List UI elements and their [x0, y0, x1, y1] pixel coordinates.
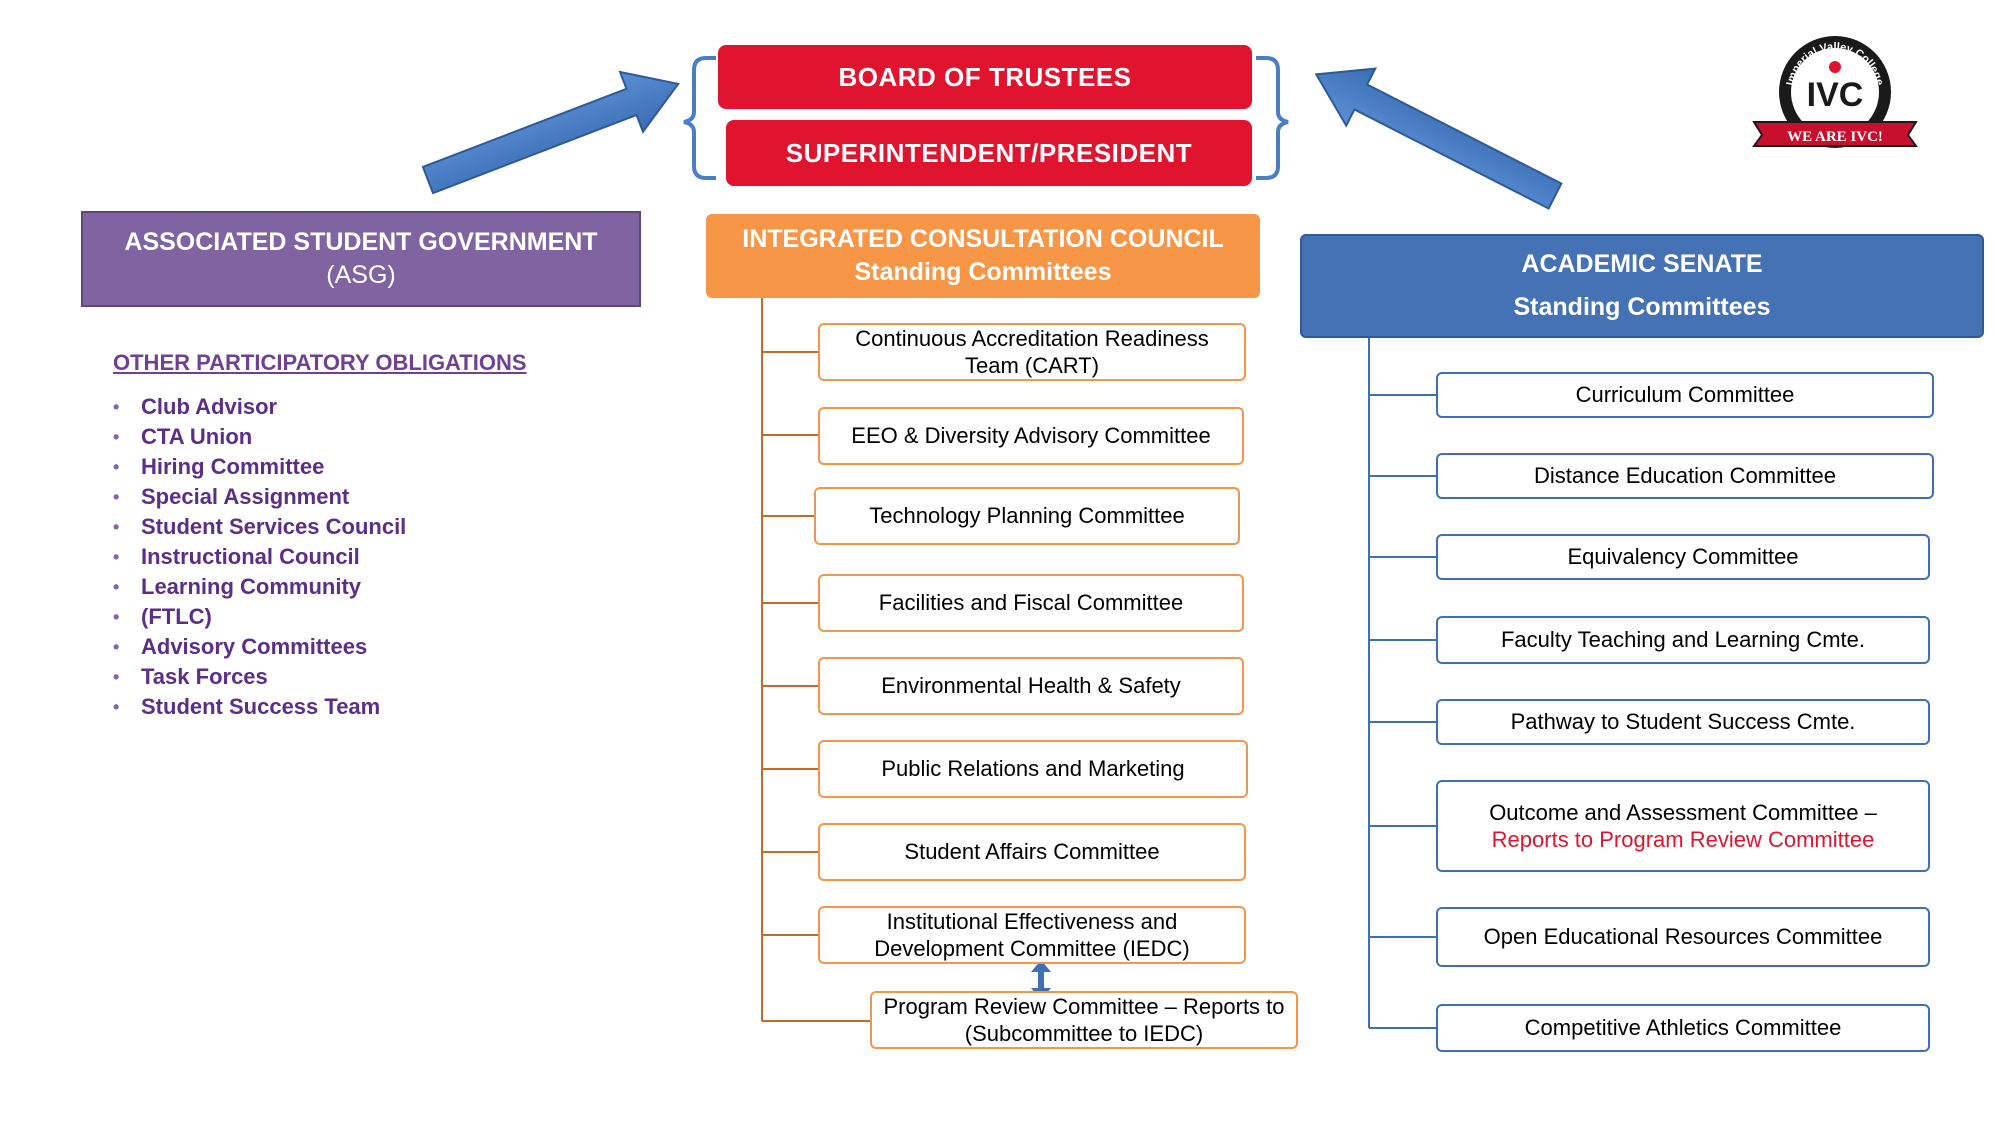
senate-title: ACADEMIC SENATE — [1521, 250, 1763, 278]
right-bracket — [1256, 56, 1289, 180]
left-arrow — [421, 70, 680, 195]
committee-label: Equivalency Committee — [1567, 544, 1799, 570]
icc-header: INTEGRATED CONSULTATION COUNCIL Standing… — [706, 214, 1260, 298]
icc-committee-program-review: Program Review Committee – Reports to (S… — [870, 991, 1298, 1049]
committee-label: Environmental Health & Safety — [881, 673, 1181, 699]
board-of-trustees-box: BOARD OF TRUSTEES — [718, 45, 1252, 109]
obligation-item: Advisory Committees — [113, 632, 613, 662]
obligation-item: CTA Union — [113, 422, 613, 452]
icc-subtitle: Standing Committees — [854, 258, 1112, 286]
senate-tree — [1368, 338, 1436, 1029]
obligation-item: Hiring Committee — [113, 452, 613, 482]
committee-label: Student Affairs Committee — [904, 839, 1160, 865]
senate-committee-curriculum: Curriculum Committee — [1436, 372, 1934, 418]
committee-label: Continuous Accreditation Readiness Team … — [855, 325, 1209, 379]
icc-title: INTEGRATED CONSULTATION COUNCIL — [742, 225, 1224, 253]
obligation-item: Student Services Council — [113, 512, 613, 542]
committee-label: Competitive Athletics Committee — [1524, 1015, 1842, 1041]
committee-label: EEO & Diversity Advisory Committee — [851, 423, 1211, 449]
senate-committee-distance-ed: Distance Education Committee — [1436, 453, 1934, 499]
committee-label: Distance Education Committee — [1533, 463, 1837, 489]
icc-tree — [761, 298, 870, 1022]
senate-header: ACADEMIC SENATE Standing Committees — [1300, 234, 1984, 338]
senate-committee-pathway: Pathway to Student Success Cmte. — [1436, 699, 1930, 745]
icc-committee-cart: Continuous Accreditation Readiness Team … — [818, 323, 1246, 381]
senate-subtitle: Standing Committees — [1513, 293, 1771, 321]
ivc-logo: Imperial Valley College IVC WE ARE IVC! — [1750, 22, 1920, 152]
committee-label: Open Educational Resources Committee — [1483, 924, 1883, 950]
icc-committee-public-relations: Public Relations and Marketing — [818, 740, 1248, 798]
asg-header: ASSOCIATED STUDENT GOVERNMENT (ASG) — [81, 211, 641, 307]
superintendent-president-box: SUPERINTENDENT/PRESIDENT — [726, 120, 1252, 186]
obligation-item-continued: (FTLC) — [113, 602, 613, 632]
senate-committee-outcome: Outcome and Assessment Committee – Repor… — [1436, 780, 1930, 872]
senate-committee-ftlc: Faculty Teaching and Learning Cmte. — [1436, 616, 1930, 664]
icc-committee-student-affairs: Student Affairs Committee — [818, 823, 1246, 881]
committee-label: Program Review Committee – Reports to (S… — [883, 993, 1285, 1047]
committee-label: Pathway to Student Success Cmte. — [1510, 709, 1856, 735]
obligation-item: Student Success Team — [113, 692, 613, 722]
left-bracket — [683, 56, 716, 180]
committee-label: Public Relations and Marketing — [881, 756, 1185, 782]
outcome-note: Reports to Program Review Committee — [1491, 827, 1875, 852]
superintendent-president-label: SUPERINTENDENT/PRESIDENT — [785, 137, 1193, 168]
obligation-item: Special Assignment — [113, 482, 613, 512]
committee-label: Facilities and Fiscal Committee — [878, 590, 1184, 616]
icc-committee-technology: Technology Planning Committee — [814, 487, 1240, 545]
icc-committee-facilities: Facilities and Fiscal Committee — [818, 574, 1244, 632]
senate-committee-equivalency: Equivalency Committee — [1436, 534, 1930, 580]
committee-label: Outcome and Assessment Committee – — [1489, 799, 1877, 825]
senate-committee-oer: Open Educational Resources Committee — [1436, 907, 1930, 967]
asg-subtitle: (ASG) — [326, 261, 396, 289]
icc-committee-iedc: Institutional Effectiveness and Developm… — [818, 906, 1246, 964]
obligation-item: Club Advisor — [113, 392, 613, 422]
board-of-trustees-label: BOARD OF TRUSTEES — [838, 61, 1132, 92]
obligations-list: Club Advisor CTA Union Hiring Committee … — [113, 392, 613, 722]
icc-committee-eeo: EEO & Diversity Advisory Committee — [818, 407, 1244, 465]
obligation-item: Task Forces — [113, 662, 613, 692]
senate-committee-athletics: Competitive Athletics Committee — [1436, 1004, 1930, 1052]
asg-title: ASSOCIATED STUDENT GOVERNMENT — [124, 228, 598, 256]
obligations-section: OTHER PARTICIPATORY OBLIGATIONS Club Adv… — [113, 350, 613, 722]
right-arrow — [1314, 67, 1563, 210]
committee-label: Curriculum Committee — [1575, 382, 1795, 408]
committee-label: Faculty Teaching and Learning Cmte. — [1500, 627, 1866, 653]
committee-label: Institutional Effectiveness and Developm… — [874, 908, 1190, 962]
svg-text:WE ARE IVC!: WE ARE IVC! — [1787, 129, 1883, 145]
obligation-item: Learning Community — [113, 572, 613, 602]
committee-label: Technology Planning Committee — [869, 503, 1185, 529]
icc-committee-environmental: Environmental Health & Safety — [818, 657, 1244, 715]
obligations-title: OTHER PARTICIPATORY OBLIGATIONS — [113, 350, 527, 375]
obligation-item: Instructional Council — [113, 542, 613, 572]
svg-text:IVC: IVC — [1807, 76, 1864, 114]
